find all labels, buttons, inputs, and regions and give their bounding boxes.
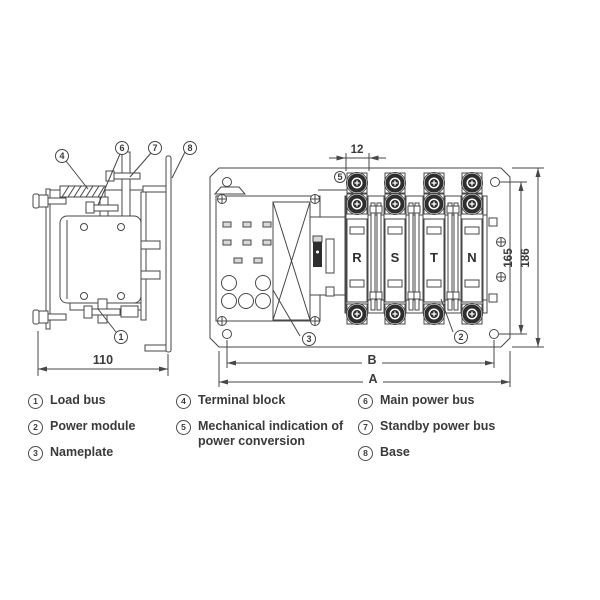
legend-label-line2: power conversion <box>198 434 305 448</box>
circled-number: 2 <box>28 420 43 435</box>
screw-icon <box>310 316 320 326</box>
dim-165-label: 165 <box>503 248 515 268</box>
screw-icon <box>217 316 227 326</box>
circled-number: 4 <box>176 394 191 409</box>
dim-B: B <box>226 340 495 368</box>
pole-section: R S T N <box>344 170 488 327</box>
screw-icon <box>310 194 320 204</box>
svg-text:1: 1 <box>118 332 123 342</box>
front-view: R S T N 5 3 2 <box>209 144 544 387</box>
dim-110: 110 <box>37 331 169 376</box>
svg-text:6: 6 <box>119 143 124 153</box>
dim-165: 165 <box>499 181 527 335</box>
legend-label: Terminal block <box>198 393 286 407</box>
load-bus-side <box>69 298 142 324</box>
callout-nameplate: 3 <box>272 289 316 346</box>
screw-icon <box>496 272 506 282</box>
legend-label: Nameplate <box>50 445 114 459</box>
vent-slots <box>222 221 272 264</box>
svg-text:5: 5 <box>337 172 342 182</box>
mounting-hole <box>489 329 499 339</box>
circled-number: 1 <box>28 394 43 409</box>
frame-bar <box>45 188 51 330</box>
dim-186: 186 <box>512 167 544 348</box>
terminal-icon <box>344 170 370 196</box>
terminal-icon <box>382 170 408 196</box>
callout-terminal-block: 4 <box>55 149 89 190</box>
terminal-icon <box>382 301 408 327</box>
callout-main-power-bus: 6 <box>97 141 129 206</box>
dim-12-label: 12 <box>351 144 364 156</box>
svg-text:8: 8 <box>187 143 192 153</box>
side-view: 110 4 6 7 8 1 <box>32 141 197 376</box>
terminal-block-side <box>59 185 106 198</box>
dim-110-label: 110 <box>93 353 113 367</box>
circled-number: 6 <box>358 394 373 409</box>
terminal-icon <box>421 170 447 196</box>
callout-standby-power-bus: 7 <box>129 141 162 178</box>
callout-load-bus: 1 <box>97 308 128 344</box>
svg-text:4: 4 <box>59 151 64 161</box>
svg-text:3: 3 <box>306 334 311 344</box>
dim-12: 12 <box>329 144 386 171</box>
mounting-hole <box>222 177 232 187</box>
legend-item-power-module: 2 Power module <box>28 419 136 435</box>
screw-icon <box>217 194 227 204</box>
legend-item-standby-power-bus: 7 Standby power bus <box>358 419 496 435</box>
pole-label-R: R <box>352 250 362 265</box>
dim-B-label: B <box>367 353 376 367</box>
callout-power-module: 2 <box>440 298 468 344</box>
legend-item-load-bus: 1 Load bus <box>28 393 135 409</box>
panel-holes <box>221 275 271 309</box>
legend-item-terminal-block: 4 Terminal block <box>176 393 343 409</box>
terminal-icon <box>421 191 447 217</box>
legend-column-3: 6 Main power bus 7 Standby power bus 8 B… <box>358 393 495 471</box>
legend-label-line1: Mechanical indication of <box>198 419 344 433</box>
pole-label-N: N <box>467 250 476 265</box>
terminal-icon <box>344 191 370 217</box>
legend-label: Load bus <box>50 393 106 407</box>
svg-text:2: 2 <box>458 332 463 342</box>
circled-number: 7 <box>358 420 373 435</box>
mounting-hole <box>222 329 232 339</box>
terminal-icon <box>459 170 485 196</box>
circled-number: 5 <box>176 420 191 435</box>
circled-number: 8 <box>358 446 373 461</box>
legend-label: Standby power bus <box>380 419 496 433</box>
legend-label: Main power bus <box>380 393 475 407</box>
svg-text:7: 7 <box>152 143 157 153</box>
legend-column-1: 1 Load bus 2 Power module 3 Nameplate <box>28 393 135 471</box>
terminal-icon <box>344 301 370 327</box>
dim-A-label: A <box>368 372 377 386</box>
terminal-icon <box>382 191 408 217</box>
legend-item-main-power-bus: 6 Main power bus <box>358 393 495 409</box>
legend-column-2: 4 Terminal block 5 Mechanical indication… <box>176 393 343 460</box>
nameplate <box>272 201 311 321</box>
screw-icon <box>496 237 506 247</box>
pole-label-T: T <box>430 250 438 265</box>
callout-base: 8 <box>171 141 197 179</box>
dim-A: A <box>218 351 511 387</box>
legend-label: Base <box>380 445 410 459</box>
terminal-icon <box>459 191 485 217</box>
pole-label-S: S <box>391 250 400 265</box>
legend-item-mechanical-indication: 5 Mechanical indication of power convers… <box>176 419 343 449</box>
mounting-hole <box>490 177 500 187</box>
base-bracket-side <box>140 155 172 353</box>
dim-186-label: 186 <box>520 248 532 267</box>
terminal-icon <box>421 301 447 327</box>
callout-indication: 5 <box>318 171 347 191</box>
mechanical-indicator <box>309 216 346 297</box>
terminal-icon <box>459 301 485 327</box>
circled-number: 3 <box>28 446 43 461</box>
legend-item-nameplate: 3 Nameplate <box>28 445 135 461</box>
power-module-side <box>59 215 142 304</box>
legend-label: Power module <box>50 419 136 433</box>
legend-item-base: 8 Base <box>358 445 495 461</box>
